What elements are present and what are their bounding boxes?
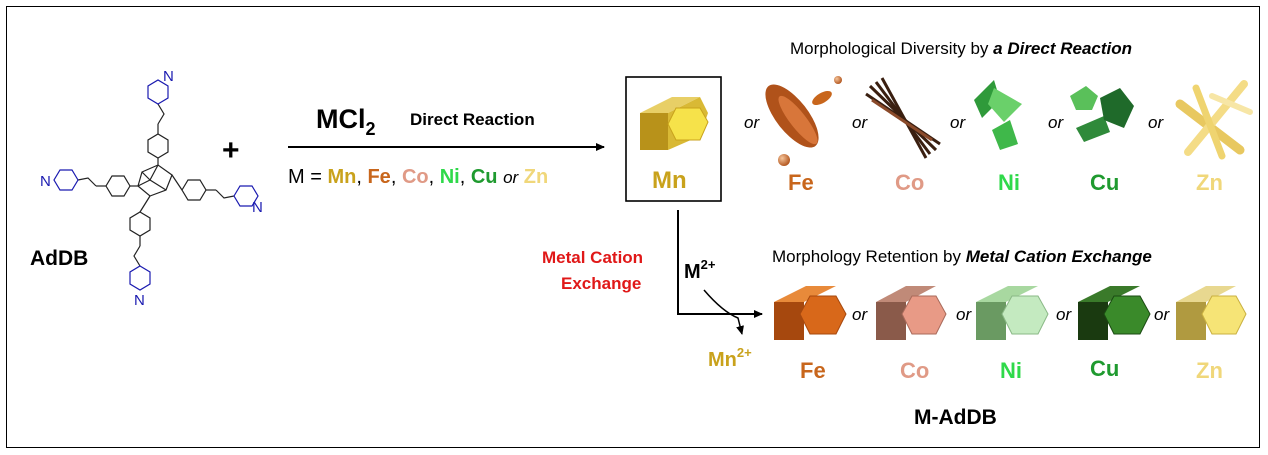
phenyl-ring-top [147,133,169,159]
exchange-arrow [677,210,763,318]
exchange-product-zn: Zn [1196,358,1223,383]
xor-2: or [956,305,972,324]
mn-highlight-box [625,76,722,202]
adamantane-core [137,164,173,197]
zn-morphology-icon [1175,80,1253,160]
zn-hexagonal-rod [1176,286,1247,340]
or-2: or [852,113,868,132]
cu-hexagonal-rod [1078,286,1151,340]
exchange-product-ni: Ni [1000,358,1022,383]
exchange-label-line1: Metal Cation [542,248,643,267]
direct-reaction-label: Direct Reaction [410,110,535,129]
ni-hexagonal-rod [976,286,1049,340]
pyridine-ring-bottom [129,265,151,291]
n-atom-top: N [163,68,174,85]
co-hexagonal-rod [876,286,947,340]
exchange-label-line2: Exchange [561,274,641,293]
n-atom-right: N [252,199,263,216]
mn-box-label: Mn [652,167,687,194]
or-4: or [1048,113,1064,132]
pyridine-ring-left [53,169,79,191]
direct-section-title: Morphological Diversity by a Direct Reac… [790,39,1132,58]
direct-product-ni: Ni [998,170,1020,195]
mn-hexagonal-rod [640,97,709,150]
direct-product-cu: Cu [1090,170,1119,195]
xor-3: or [1056,305,1072,324]
metal-list: M = Mn, Fe, Co, Ni, Cu or Zn [288,166,548,188]
direct-product-zn: Zn [1196,170,1223,195]
figure-frame [6,6,1260,448]
exchange-product-cu: Cu [1090,356,1119,381]
fe-hexagonal-rod [774,286,847,340]
xor-4: or [1154,305,1170,324]
or-1: or [744,113,760,132]
pyridine-ring-top [147,79,169,105]
or-3: or [950,113,966,132]
direct-product-fe: Fe [788,170,814,195]
plus-sign: + [222,134,240,167]
phenyl-ring-right [181,179,207,201]
ligand-label: AdDB [30,247,88,270]
n-atom-bottom: N [134,292,145,309]
co-morphology-icon [865,77,941,159]
product-family-label: M-AdDB [914,406,997,429]
exchange-product-co: Co [900,358,929,383]
mn-release-arrow [703,289,744,335]
fe-morphology-icon [765,76,842,166]
direct-product-co: Co [895,170,924,195]
xor-1: or [852,305,868,324]
phenyl-ring-bottom [129,211,151,237]
outgoing-ion: Mn2+ [708,345,752,371]
n-atom-left: N [40,173,51,190]
reagent-formula: MCl2 [316,104,376,139]
ni-morphology-icon [974,80,1022,150]
incoming-ion: M2+ [684,257,716,283]
cu-morphology-icon [1070,86,1134,142]
or-5: or [1148,113,1164,132]
exchange-product-fe: Fe [800,358,826,383]
addb-ligand-structure [53,79,259,291]
exchange-section-title: Morphology Retention by Metal Cation Exc… [772,247,1152,266]
phenyl-ring-left [105,175,131,197]
pyridine-ring-right [233,185,259,207]
